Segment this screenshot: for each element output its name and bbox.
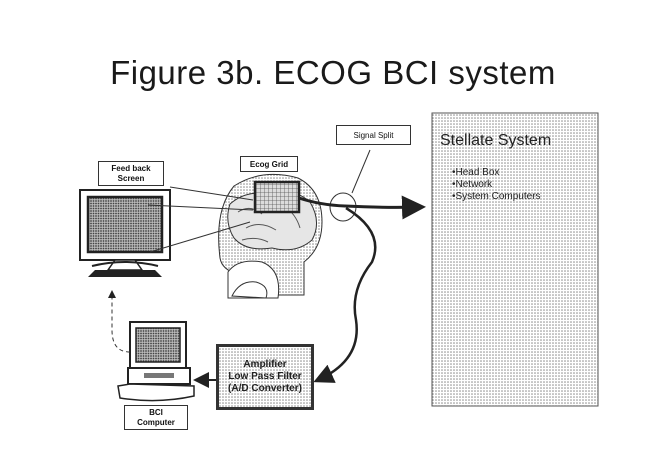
feedback-label-line2: Screen: [117, 174, 145, 183]
computer-icon: [117, 321, 195, 402]
stellate-list: •Head Box •Network •System Computers: [452, 167, 541, 203]
monitor-icon: [79, 189, 171, 277]
amplifier-line-3: (A/D Converter): [228, 383, 302, 394]
bci-label-line1: BCI: [149, 408, 163, 417]
ecog-grid-label: Ecog Grid: [240, 156, 298, 172]
figure-title: Figure 3b. ECOG BCI system: [110, 54, 556, 91]
stellate-item: •Head Box: [452, 167, 500, 178]
feedback-label-line1: Feed back: [111, 164, 151, 173]
stellate-item: •Network: [452, 179, 493, 190]
signal-split-label: Signal Split: [336, 125, 411, 145]
amplifier-line-1: Amplifier: [243, 359, 287, 370]
amplifier-box: Amplifier Low Pass Filter (A/D Converter…: [217, 345, 313, 409]
bci-label-line2: Computer: [137, 418, 175, 427]
amplifier-line-2: Low Pass Filter: [228, 371, 302, 382]
stellate-panel: [431, 112, 599, 407]
feedback-screen-label: Feed back Screen: [98, 161, 164, 186]
stellate-title: Stellate System: [440, 132, 552, 149]
stellate-item: •System Computers: [452, 191, 541, 202]
brain-head-icon: [218, 173, 323, 299]
bci-computer-label: BCI Computer: [124, 405, 188, 430]
